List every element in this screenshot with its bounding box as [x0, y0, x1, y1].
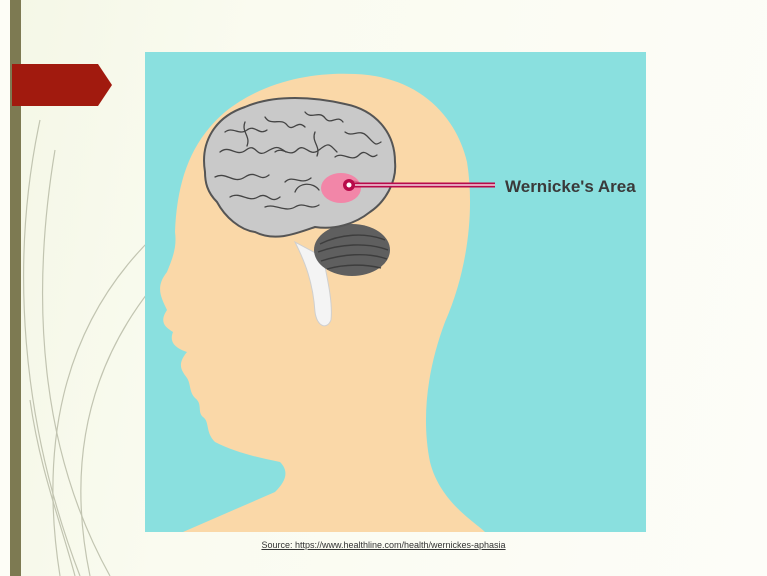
wernickes-area-label: Wernicke's Area	[505, 177, 636, 196]
wernickes-area-highlight	[321, 173, 361, 203]
source-caption[interactable]: Source: https://www.healthline.com/healt…	[0, 540, 767, 550]
slide-arrow-tab-icon	[12, 64, 112, 106]
wernickes-area-diagram: Wernicke's Area	[145, 52, 646, 532]
slide-edge	[0, 0, 10, 576]
